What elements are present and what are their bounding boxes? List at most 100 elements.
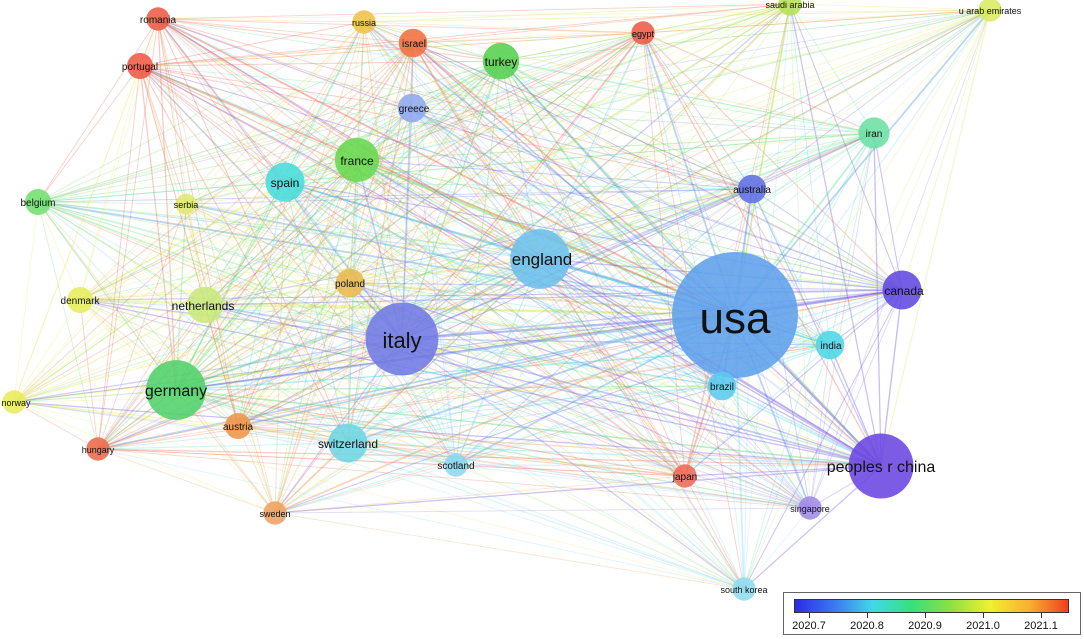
node-netherlands[interactable] [186, 286, 224, 324]
node-israel[interactable] [398, 28, 428, 58]
node-serbia[interactable] [175, 193, 197, 215]
node-austria[interactable] [225, 413, 251, 439]
edge-romania-u_arab_emirates [157, 9, 991, 20]
edge-netherlands-sweden [204, 304, 276, 514]
node-japan[interactable] [673, 464, 697, 488]
edge-belgium-romania [37, 18, 159, 203]
edge-peoples_r_china-belgium [37, 201, 882, 467]
edge-france-sweden [274, 159, 358, 514]
edge-england-serbia [185, 203, 541, 260]
edge-england-israel [412, 42, 541, 260]
node-england[interactable] [510, 229, 570, 289]
node-hungary[interactable] [86, 437, 110, 461]
node-switzerland[interactable] [328, 423, 368, 463]
edge-scotland-russia [363, 21, 457, 466]
node-scotland[interactable] [444, 453, 468, 477]
edge-russia-saudi_arabia [363, 3, 791, 23]
edge-poland-romania [157, 18, 351, 284]
edge-italy-saudi_arabia [401, 3, 791, 340]
edge-usa-greece [411, 107, 736, 316]
edge-hungary-south_korea [97, 448, 745, 590]
edge-austria-norway [13, 401, 239, 427]
edge-switzerland-turkey [347, 60, 502, 444]
edge-peoples_r_china-sweden [274, 465, 882, 514]
node-germany[interactable] [146, 360, 206, 420]
node-portugal[interactable] [127, 53, 153, 79]
edge-australia-u_arab_emirates [751, 9, 991, 190]
edge-italy-greece [401, 107, 413, 340]
edge-germany-russia [175, 21, 365, 391]
node-canada[interactable] [882, 270, 922, 310]
edge-france-norway [13, 159, 358, 403]
edge-iran-romania [157, 18, 875, 134]
edge-austria-hungary [97, 425, 239, 450]
edge-norway-singapore [13, 401, 811, 509]
edge-poland-norway [13, 282, 351, 403]
legend-tick-3 [983, 613, 984, 618]
edge-usa-sweden [274, 314, 736, 514]
edge-france-romania [157, 18, 358, 161]
legend-tick-4 [1041, 613, 1042, 618]
edge-japan-u_arab_emirates [684, 9, 991, 477]
edge-iran-belgium [37, 132, 875, 203]
edge-england-germany [175, 258, 541, 391]
node-peoples_r_china[interactable] [848, 433, 914, 499]
edge-denmark-south_korea [79, 299, 745, 590]
edge-usa-serbia [185, 203, 736, 316]
edge-norway-egypt [13, 32, 644, 403]
edge-italy-canada [401, 289, 903, 340]
node-usa[interactable] [672, 252, 798, 378]
edge-germany-scotland [175, 389, 457, 466]
edge-germany-turkey [175, 60, 502, 391]
edge-iran-scotland [455, 132, 875, 466]
node-denmark[interactable] [67, 287, 93, 313]
node-france[interactable] [334, 137, 380, 183]
edge-hungary-romania [97, 18, 159, 450]
edge-peoples_r_china-poland [349, 282, 882, 467]
edge-netherlands-belgium [37, 201, 206, 306]
node-sweden[interactable] [263, 501, 287, 525]
node-australia[interactable] [737, 174, 767, 204]
node-egypt[interactable] [631, 21, 655, 45]
edge-belgium-russia [37, 21, 365, 203]
node-belgium[interactable] [25, 189, 51, 215]
legend-label-4: 2021.1 [1024, 620, 1058, 632]
edge-greece-egypt [411, 32, 644, 109]
node-norway[interactable] [2, 390, 26, 414]
node-poland[interactable] [335, 268, 365, 298]
edge-switzerland-netherlands [204, 304, 349, 444]
node-italy[interactable] [365, 302, 439, 376]
edge-spain-japan [284, 181, 686, 477]
node-russia[interactable] [352, 10, 376, 34]
edge-hungary-saudi_arabia [97, 3, 791, 450]
edge-belgium-scotland [37, 201, 457, 466]
edge-hungary-scotland [97, 448, 457, 466]
node-spain[interactable] [265, 162, 305, 202]
node-greece[interactable] [397, 93, 427, 123]
edge-india-japan [684, 344, 831, 477]
node-turkey[interactable] [482, 42, 520, 80]
edge-sweden-serbia [185, 203, 276, 514]
node-u_arab_emirates[interactable] [978, 0, 1002, 22]
node-india[interactable] [815, 330, 845, 360]
node-saudi_arabia[interactable] [778, 0, 802, 16]
edge-netherlands-poland [204, 282, 351, 306]
node-romania[interactable] [146, 7, 170, 31]
edge-singapore-romania [157, 18, 811, 509]
edge-italy-israel [401, 42, 414, 340]
edge-switzerland-australia [347, 188, 753, 444]
node-singapore[interactable] [798, 496, 822, 520]
edge-france-netherlands [204, 159, 358, 306]
edge-india-south_korea [743, 344, 831, 590]
edge-peoples_r_china-portugal [139, 65, 882, 467]
edge-brazil-romania [157, 18, 723, 387]
node-brazil[interactable] [707, 371, 737, 401]
edge-denmark-u_arab_emirates [79, 9, 991, 301]
node-south_korea[interactable] [732, 577, 756, 601]
node-iran[interactable] [858, 117, 890, 149]
label-iran: iran [866, 129, 883, 140]
edge-greece-serbia [185, 107, 413, 205]
edge-spain-iran [284, 132, 875, 183]
edge-spain-russia [284, 21, 365, 183]
